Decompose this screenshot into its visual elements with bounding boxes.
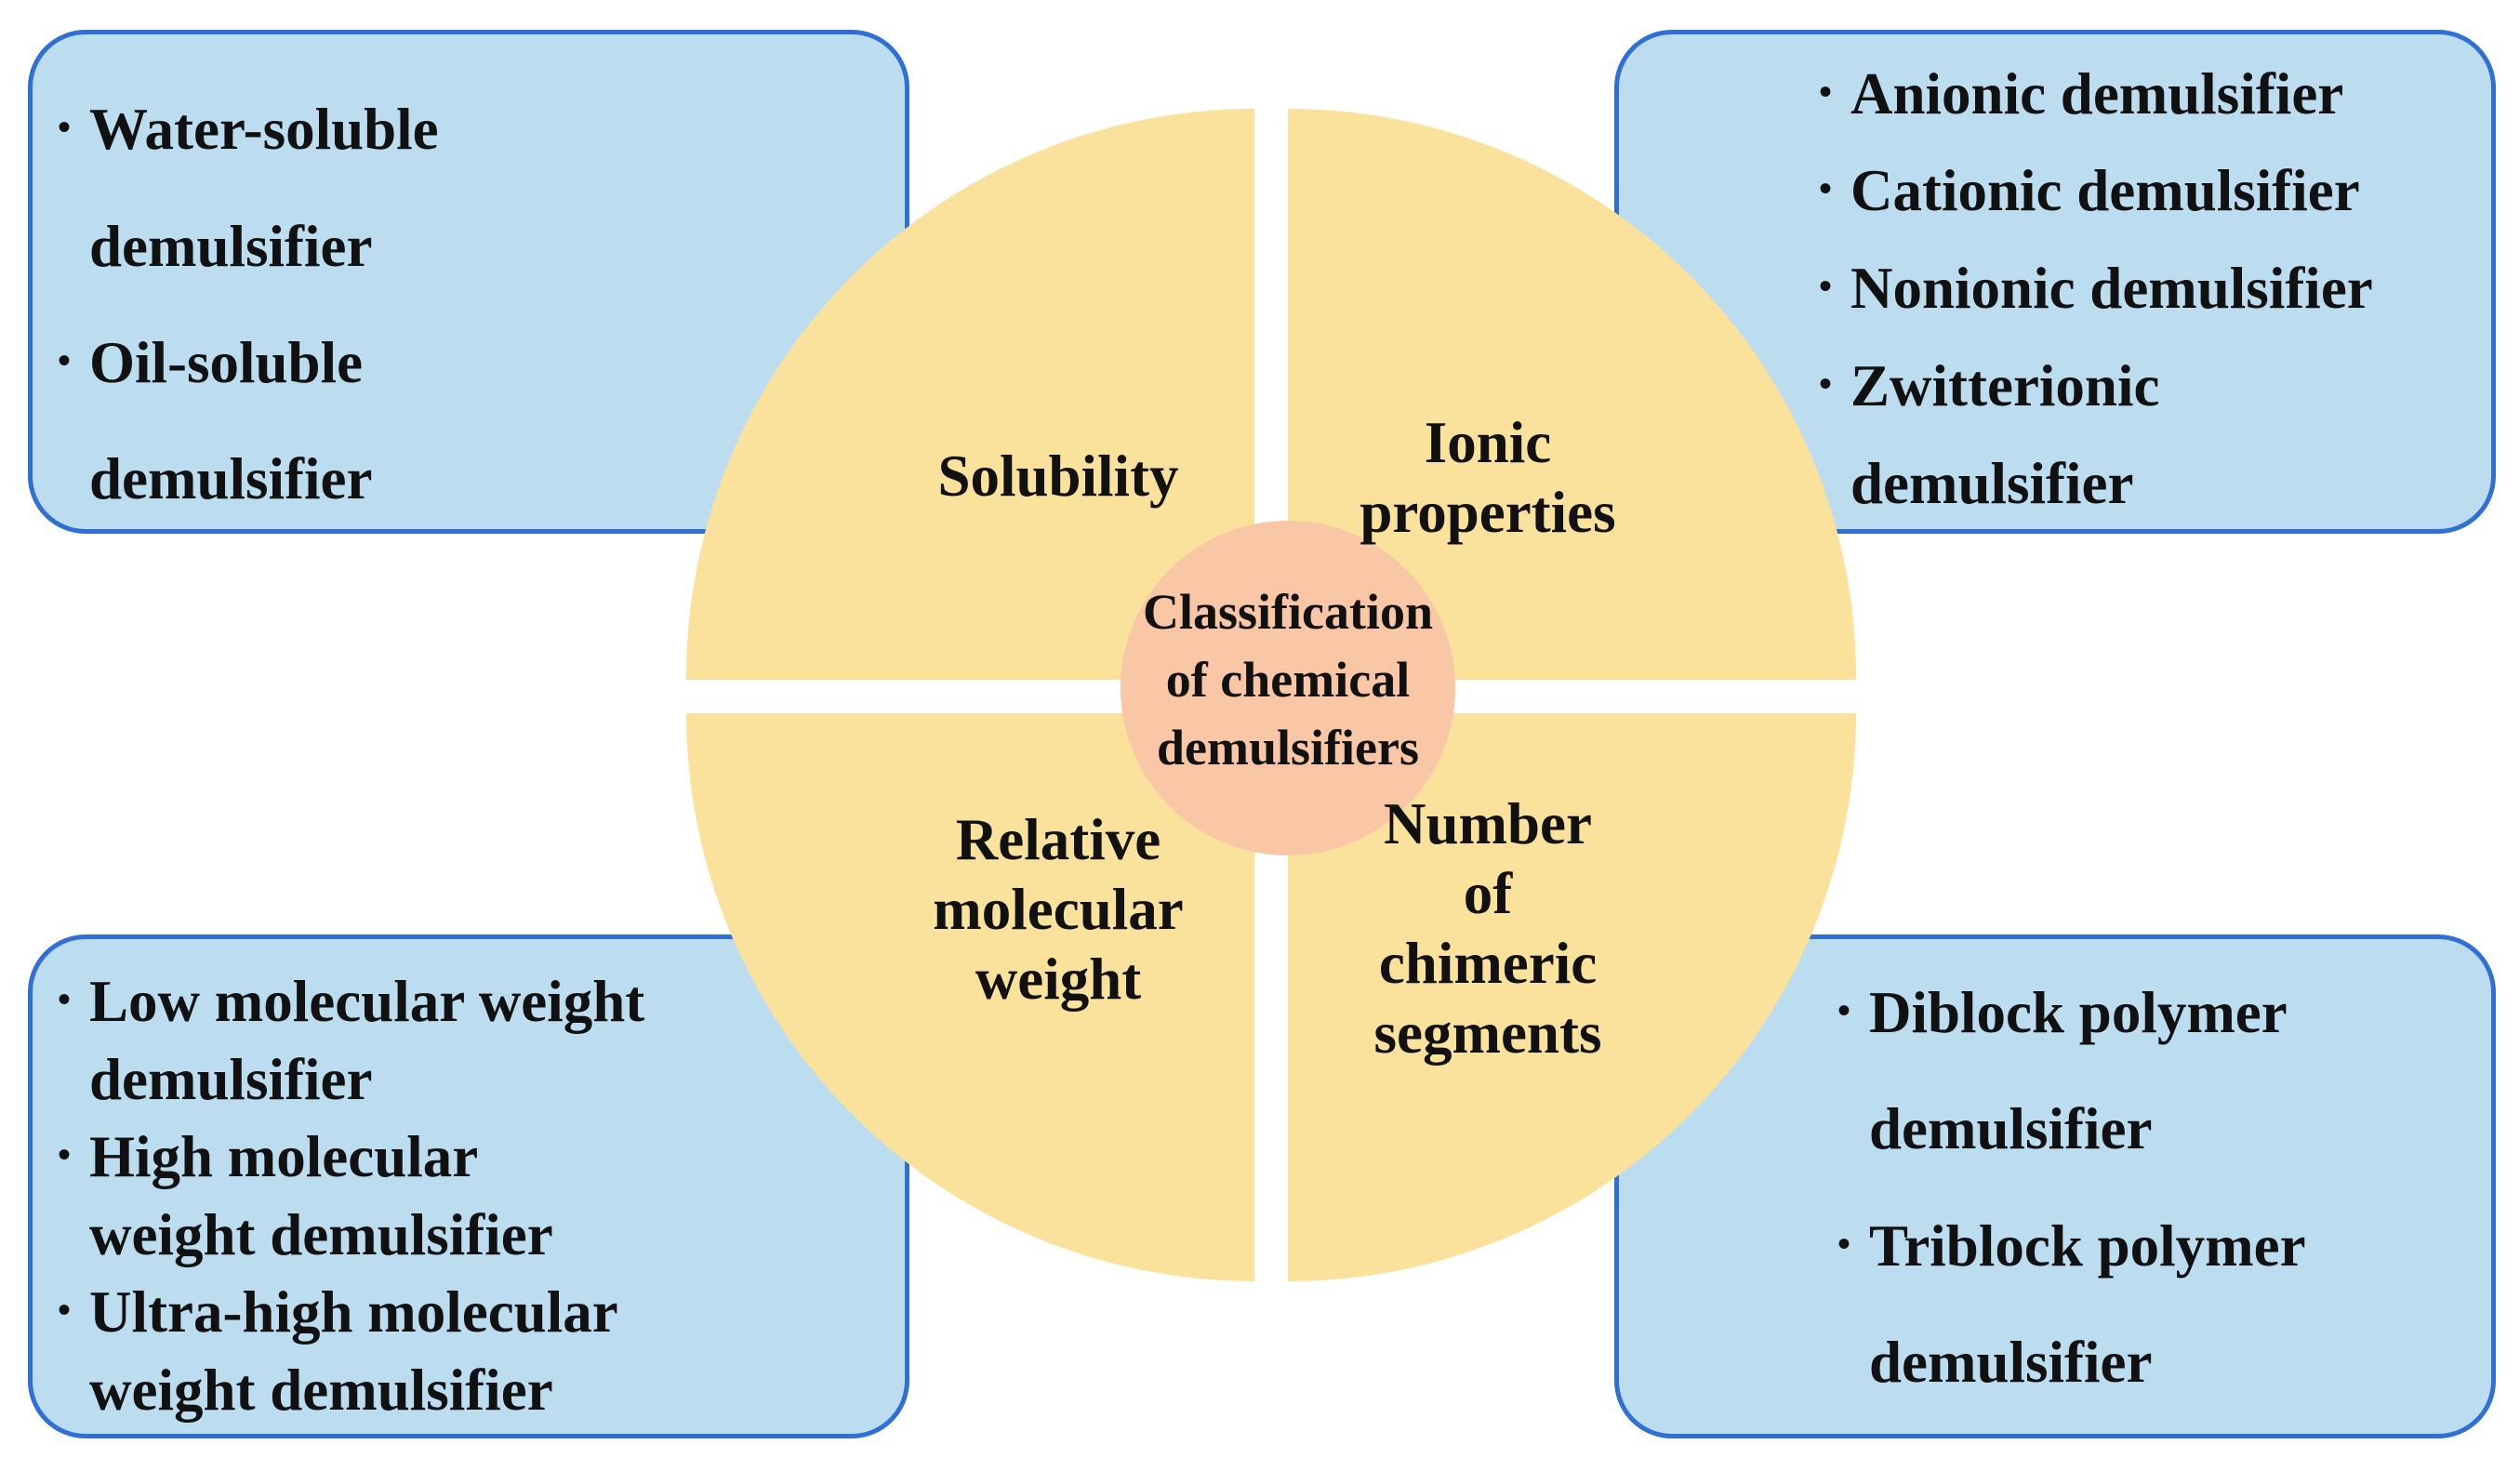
bullet: • [1819,363,1833,404]
chimeric-segments-label: Number of chimeric segments [1373,791,1602,1066]
list-item: Low molecular weight [89,969,645,1034]
center-title: Classification of chemical demulsifiers [1142,584,1433,775]
list-item: demulsifier [89,1047,373,1112]
list-item: weight demulsifier [89,1358,553,1423]
solubility-label: Solubility [937,444,1179,509]
list-item: demulsifier [89,214,373,279]
list-item: High molecular [89,1124,479,1189]
molecular-weight-label: Relative molecular weight [933,807,1184,1012]
bullet: • [1819,167,1833,209]
list-item: Oil-soluble [89,330,364,395]
list-item: Diblock polymer [1869,980,2288,1045]
list-item: Cationic demulsifier [1850,158,2360,223]
list-item: Ultra-high molecular [89,1279,618,1345]
list-item: weight demulsifier [89,1202,553,1267]
chimeric-segments-quadrant [1288,713,1856,1281]
molecular-weight-quadrant [686,713,1254,1281]
ionic-properties-label: Ionic properties [1359,410,1616,545]
list-item: demulsifier [1869,1096,2153,1161]
ionic-properties-quadrant [1288,109,1857,680]
bullet: • [1819,265,1833,307]
bullet: • [58,1133,72,1175]
center-circle [1121,521,1455,855]
list-item: Water-soluble [89,97,439,162]
bullet: • [1837,989,1851,1031]
list-item: demulsifier [1869,1330,2153,1395]
molecular-weight-types-box [28,934,909,1438]
list-item: Anionic demulsifier [1850,61,2344,126]
solubility-quadrant [685,109,1254,680]
bullet: • [58,339,72,381]
bullet: • [1837,1223,1851,1265]
list-item: demulsifier [89,446,373,511]
bullet: • [1819,71,1833,113]
list-item: demulsifier [1850,451,2134,516]
bullet: • [58,106,72,148]
list-item: Triblock polymer [1869,1213,2306,1279]
bullet: • [58,978,72,1020]
list-item: Nonionic demulsifier [1850,256,2373,321]
bullet: • [58,1289,72,1331]
list-item: Zwitterionic [1850,353,2160,418]
